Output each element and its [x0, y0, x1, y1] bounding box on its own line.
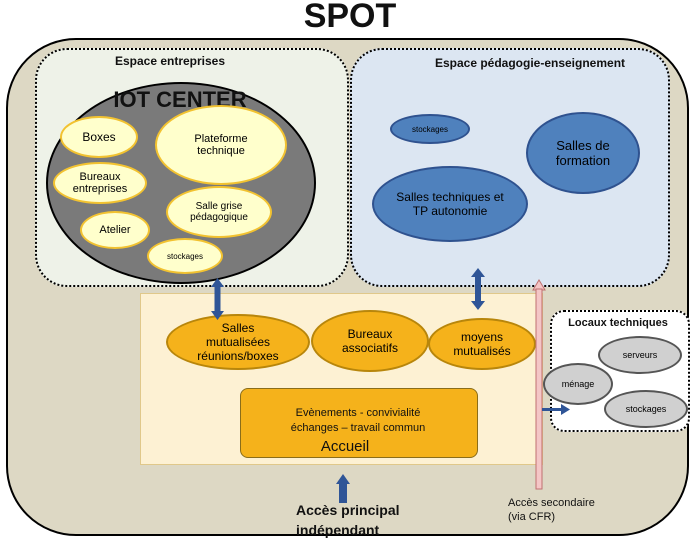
acces-principal-line1: Accès principal [296, 502, 400, 518]
locaux-access-arrow [542, 404, 570, 415]
common-item-moyens-mutualises: moyens mutualisés [428, 318, 536, 370]
pedago-item-salles-techniques-label: Salles techniques et TP autonomie [396, 190, 504, 218]
double-arrow-right [471, 268, 485, 310]
common-item-salles-mutualisees-label: Salles mutualisées réunions/boxes [197, 321, 279, 363]
locaux-item-stockages-label: stockages [625, 404, 667, 414]
iot-item-bureaux-label: Bureaux entreprises [72, 171, 128, 195]
pedago-item-stockages-label: stockages [411, 124, 449, 134]
espace-pedagogie-label: Espace pédagogie-enseignement [434, 56, 626, 70]
locaux-item-menage-label: ménage [561, 379, 595, 389]
iot-item-boxes-label: Boxes [82, 130, 116, 144]
pedago-item-stockages: stockages [390, 114, 470, 144]
accueil-line2: échanges – travail commun [290, 422, 426, 434]
acces-secondaire-line2: (via CFR) [508, 511, 556, 523]
acces-principal-arrow [336, 474, 350, 503]
iot-item-salle-grise: Salle grise pédagogique [166, 186, 272, 238]
iot-item-stockages-label: stockages [166, 251, 204, 261]
common-item-moyens-mutualises-label: moyens mutualisés [453, 330, 511, 358]
locaux-item-stockages: stockages [604, 390, 688, 428]
iot-item-atelier: Atelier [80, 211, 150, 249]
locaux-item-serveurs: serveurs [598, 336, 682, 374]
acces-principal-line2: indépendant [296, 522, 380, 538]
acces-secondaire-arrow [532, 279, 546, 490]
accueil-box [240, 388, 478, 458]
accueil-line1: Evènements - convivialité [295, 407, 421, 419]
espace-entreprises-label: Espace entreprises [114, 54, 226, 68]
iot-item-plateforme: Plateforme technique [155, 105, 287, 185]
iot-item-salle-grise-label: Salle grise pédagogique [190, 201, 248, 223]
pedago-item-salles-formation: Salles de formation [526, 112, 640, 194]
common-item-bureaux-associatifs: Bureaux associatifs [311, 310, 429, 372]
accueil-label: Accueil [320, 438, 370, 455]
locaux-techniques-label: Locaux techniques [568, 317, 668, 329]
double-arrow-left [211, 278, 224, 320]
common-item-salles-mutualisees: Salles mutualisées réunions/boxes [166, 314, 310, 370]
iot-item-stockages: stockages [147, 238, 223, 274]
pedago-item-salles-formation-label: Salles de formation [555, 138, 611, 168]
diagram-title: SPOT [303, 0, 397, 35]
iot-item-plateforme-label: Plateforme technique [194, 133, 248, 157]
acces-secondaire-line1: Accès secondaire [508, 497, 595, 509]
pedago-item-salles-techniques: Salles techniques et TP autonomie [372, 166, 528, 242]
iot-item-bureaux: Bureaux entreprises [53, 162, 147, 204]
locaux-item-menage: ménage [543, 363, 613, 405]
iot-item-atelier-label: Atelier [99, 224, 131, 236]
locaux-item-serveurs-label: serveurs [622, 350, 658, 360]
common-item-bureaux-associatifs-label: Bureaux associatifs [341, 327, 399, 355]
iot-item-boxes: Boxes [60, 116, 138, 158]
